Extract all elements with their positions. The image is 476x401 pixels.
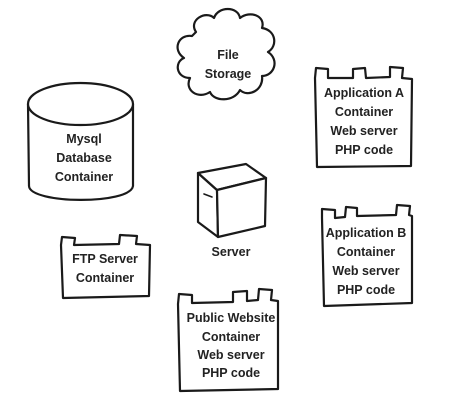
server-side-face (215, 176, 268, 239)
server-slot (203, 193, 213, 198)
public-website-line-3: Web server (197, 348, 264, 362)
cylinder-body (26, 102, 135, 201)
cloud-shape (176, 7, 276, 101)
mysql-line-3: Container (55, 170, 113, 184)
container-shape (59, 233, 152, 300)
file-storage-line-2: Storage (205, 67, 252, 81)
container-shape (176, 287, 280, 393)
public-website-line-4: PHP code (202, 366, 260, 380)
mysql-line-2: Database (56, 151, 112, 165)
public-website-line-1: Public Website (187, 311, 276, 325)
file-storage-line-1: File (217, 48, 239, 62)
application-b-line-4: PHP code (337, 283, 395, 297)
application-b-line-3: Web server (332, 264, 399, 278)
ftp-server-container-node: FTP Server Container (59, 233, 152, 300)
application-b-container-node: Application B Container Web server PHP c… (320, 203, 414, 308)
container-shape (320, 203, 414, 308)
ftp-line-2: Container (76, 271, 134, 285)
public-website-line-2: Container (202, 330, 260, 344)
cylinder-top (26, 81, 135, 127)
application-a-line-2: Container (335, 105, 393, 119)
application-b-line-2: Container (337, 245, 395, 259)
application-b-line-1: Application B (326, 226, 407, 240)
application-a-line-3: Web server (330, 124, 397, 138)
container-shape (313, 65, 414, 169)
public-website-container-node: Public Website Container Web server PHP … (176, 287, 280, 393)
server-label: Server (212, 245, 251, 259)
file-storage-node: File Storage (176, 7, 276, 101)
server-node: Server (196, 162, 268, 259)
mysql-database-node: Mysql Database Container (26, 81, 135, 201)
application-a-line-1: Application A (324, 86, 404, 100)
mysql-line-1: Mysql (66, 132, 101, 146)
application-a-line-4: PHP code (335, 143, 393, 157)
application-a-container-node: Application A Container Web server PHP c… (313, 65, 414, 169)
ftp-line-1: FTP Server (72, 252, 138, 266)
